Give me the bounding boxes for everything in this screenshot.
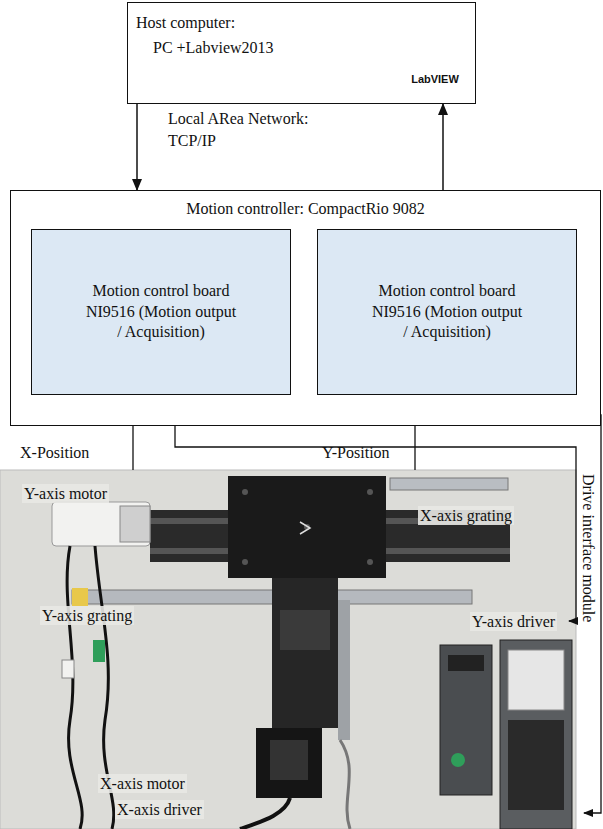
node-text: Host computer:: [136, 13, 467, 34]
part-label: X-axis grating: [418, 506, 514, 525]
signal-label: X-Position: [20, 443, 89, 462]
host-computer-box: Host computer: PC +Labview2013: [127, 2, 476, 104]
connector-arrow: [442, 104, 444, 190]
module-label: Drive interface module: [579, 474, 598, 622]
part-label: X-axis driver: [115, 800, 204, 819]
signal-label: Y-Position: [322, 443, 390, 462]
connector-arrow: [136, 104, 138, 190]
node-text: Motion control board NI9516 (Motion outp…: [368, 281, 526, 343]
motion-controller-box: Motion controller: CompactRio 9082Motion…: [10, 190, 601, 426]
node-text: Motion controller: CompactRio 9082: [19, 199, 592, 220]
part-label: X-axis motor: [98, 774, 187, 793]
part-label: Y-axis motor: [22, 484, 109, 503]
part-label: Y-axis driver: [470, 612, 557, 631]
motion-board-box: Motion control board NI9516 (Motion outp…: [31, 229, 291, 395]
edge-label: Local ARea Network: TCP/IP: [168, 108, 318, 151]
node-text: Motion control board NI9516 (Motion outp…: [82, 281, 240, 343]
part-label: Y-axis grating: [40, 606, 134, 625]
node-text: PC +Labview2013: [136, 38, 467, 59]
motion-board-box: Motion control board NI9516 (Motion outp…: [317, 229, 577, 395]
logo-text: LabVIEW: [411, 73, 459, 86]
